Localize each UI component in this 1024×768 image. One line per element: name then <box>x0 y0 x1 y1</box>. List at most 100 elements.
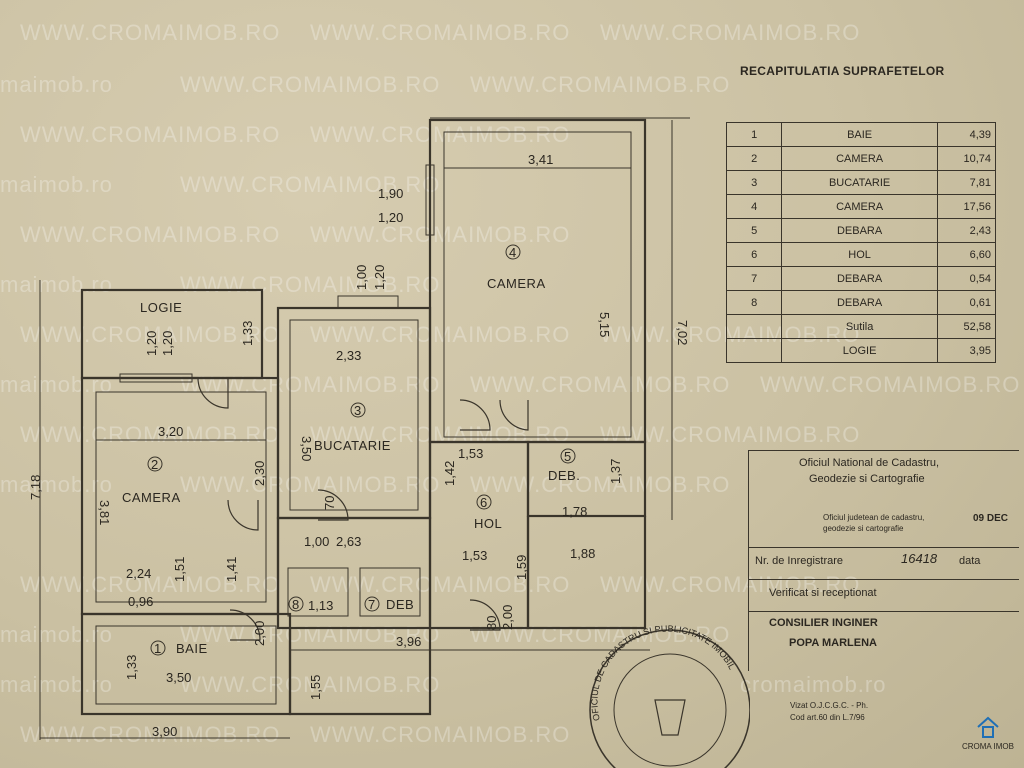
door-swing <box>317 489 349 521</box>
dimension-label: 1,53 <box>458 446 483 461</box>
row-name: BUCATARIE <box>781 170 938 195</box>
door-swing <box>459 399 491 431</box>
office-name: Oficiul National de Cadastru, <box>799 457 940 469</box>
recap-title: RECAPITULATIA SUPRAFETELOR <box>740 64 945 78</box>
dimension-label: 1,78 <box>562 504 587 519</box>
door-swing <box>229 609 261 641</box>
row-number: 6 <box>725 242 783 267</box>
dimension-label: 1,20 <box>378 210 403 225</box>
row-number: 1 <box>725 122 783 147</box>
room-3-inner <box>289 319 419 511</box>
room-7-number-circle <box>364 596 380 612</box>
plan-walls <box>39 117 690 740</box>
plan-doors <box>197 377 529 641</box>
row-area: 10,74 <box>936 146 997 171</box>
note-line-1: Vizat O.J.C.G.C. - Ph. <box>790 701 869 710</box>
row-name: LOGIE <box>781 338 938 363</box>
row-name: CAMERA <box>781 146 938 171</box>
row-area: 0,54 <box>936 266 997 291</box>
note-line-2: Cod art.60 din L.7/96 <box>790 713 865 722</box>
seal-text-path: OFICIUL DE CADASTRU SI PUBLICITATE IMOBI… <box>560 600 737 722</box>
dimension-label: 80 <box>484 616 499 630</box>
dimension-label: 1,20 <box>372 265 387 290</box>
door-swing <box>469 599 501 631</box>
row-number <box>725 314 783 339</box>
dimension-label: 3,41 <box>528 152 553 167</box>
lower-right-wall <box>526 516 647 630</box>
date-stamp: 09 DEC <box>973 513 1009 524</box>
room-1-inner <box>95 625 277 705</box>
room-1-number-circle <box>150 640 166 656</box>
dimension-label: 70 <box>322 496 337 510</box>
county-office: Oficiul judetean de cadastru, <box>823 513 925 522</box>
room-8-outline <box>287 567 349 617</box>
room-3-number: 3 <box>354 403 362 418</box>
row-number: 8 <box>725 290 783 315</box>
window <box>337 295 399 309</box>
dimension-label: 1,00 <box>354 265 369 290</box>
seal-text: OFICIUL DE CADASTRU SI PUBLICITATE IMOBI… <box>560 600 737 722</box>
registration-number: 16418 <box>901 551 938 566</box>
seal-inner-ring <box>613 653 727 767</box>
dimension-label: 1,59 <box>514 555 529 580</box>
door-swing <box>499 399 529 431</box>
room-5-number: 5 <box>564 449 572 464</box>
row-area: 6,60 <box>936 242 997 267</box>
dimension-label: 1,33 <box>240 321 255 346</box>
dimension-label: 7,18 <box>28 475 43 500</box>
row-name: CAMERA <box>781 194 938 219</box>
room-4-number: 4 <box>509 245 517 260</box>
dimension-label: 1,41 <box>224 557 239 582</box>
row-area: 17,56 <box>936 194 997 219</box>
dimension-label: 3,50 <box>166 670 191 685</box>
room-2-number-circle <box>147 456 163 472</box>
window <box>425 164 435 236</box>
room-6-name: HOL <box>474 516 502 531</box>
engineer-title: CONSILIER INGINER <box>769 617 878 629</box>
room-3-name: BUCATARIE <box>314 438 391 453</box>
room-7-name: DEB <box>386 597 414 612</box>
room-2-inner <box>95 391 267 603</box>
row-name: DEBARA <box>781 290 938 315</box>
verified-text: Verificat si receptionat <box>769 587 877 599</box>
dimension-label: 3,50 <box>299 436 314 461</box>
window <box>119 373 193 383</box>
engineer-name: POPA MARLENA <box>789 637 877 649</box>
dimension-label: 0,96 <box>128 594 153 609</box>
county-office-2: geodezie si cartografie <box>823 524 904 533</box>
room-7-number: 7 <box>368 597 376 612</box>
dimension-labels: 3,41 1,90 1,20 1,00 1,20 5,15 7,02 1,20 … <box>28 152 690 739</box>
room-5-name: DEB. <box>548 468 580 483</box>
round-seal: OFICIUL DE CADASTRU SI PUBLICITATE IMOBI… <box>560 600 750 768</box>
room-4-name: CAMERA <box>487 276 546 291</box>
dimension-label: 3,81 <box>97 500 112 525</box>
divider <box>749 547 1019 548</box>
dimension-label: 3,90 <box>152 724 177 739</box>
dimension-label: 1,51 <box>172 557 187 582</box>
room-4-inner <box>443 131 632 438</box>
row-area: 0,61 <box>936 290 997 315</box>
row-name: Sutila <box>781 314 938 339</box>
room-2-name: CAMERA <box>122 490 181 505</box>
door-swing <box>197 377 229 409</box>
row-number: 2 <box>725 146 783 171</box>
dimension-label: 2,00 <box>252 621 267 646</box>
logo-label: CROMA IMOB <box>961 742 1014 751</box>
row-number: 4 <box>725 194 783 219</box>
dimension-label: 1,13 <box>308 598 333 613</box>
row-area: 52,58 <box>936 314 997 339</box>
coat-of-arms <box>654 699 686 736</box>
dimension-label: 1,42 <box>442 461 457 486</box>
dimension-label: 1,88 <box>570 546 595 561</box>
room-4-number-circle <box>505 244 521 260</box>
